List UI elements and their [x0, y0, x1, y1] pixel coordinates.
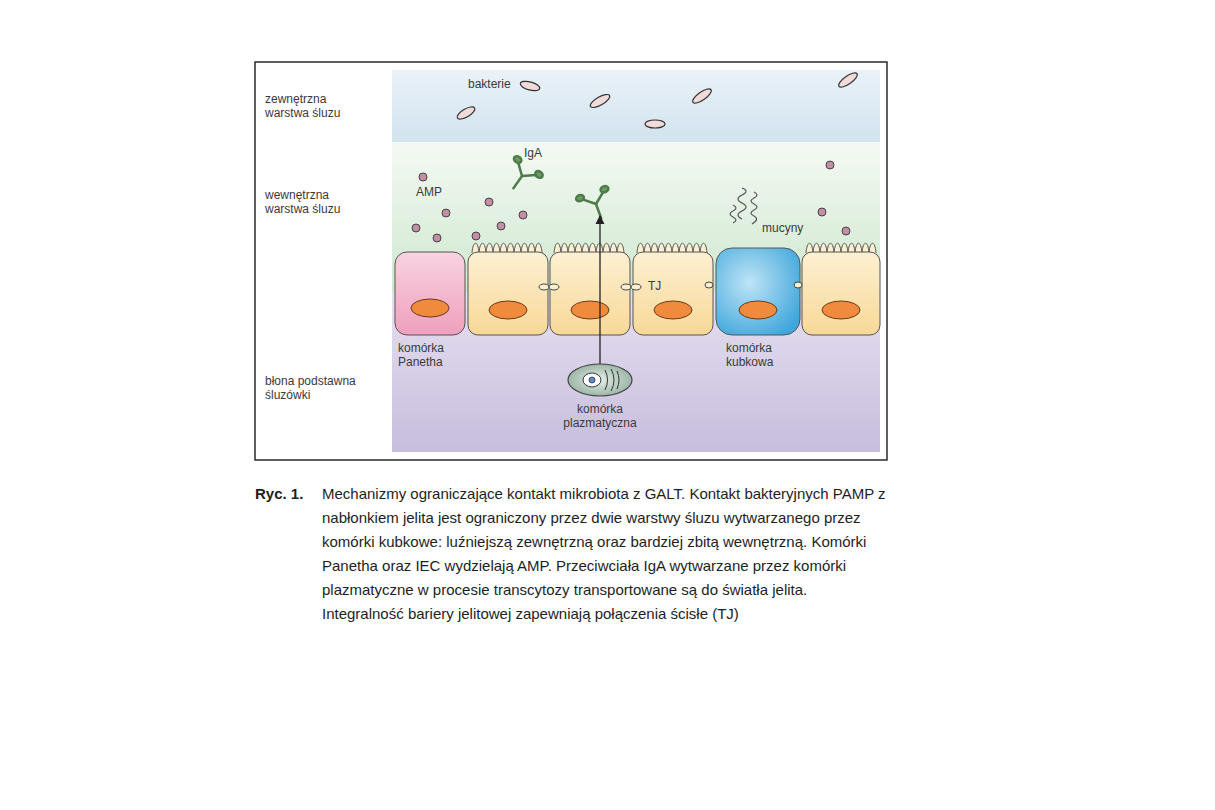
- paneth-cell: komórka Panetha: [395, 252, 465, 335]
- bacteria-label: bakterie: [468, 77, 548, 91]
- amp-dot: [419, 173, 427, 181]
- epithelial-cells: [395, 248, 880, 335]
- tight-junction: [794, 282, 802, 288]
- layer-label: wewnętrzna warstwa śluzu: [265, 188, 365, 216]
- figure-caption: Mechanizmy ograniczające kontakt mikrobi…: [322, 482, 887, 626]
- antibody-label: IgA: [524, 146, 564, 160]
- layer-label: błona podstawna śluzówki: [265, 374, 365, 402]
- nucleus: [739, 301, 777, 319]
- figure-number: Ryc. 1.: [255, 482, 325, 506]
- nucleus: [411, 299, 449, 317]
- nucleus: [822, 301, 860, 319]
- outer-mucus-band: [392, 70, 880, 142]
- paneth-cell: [395, 252, 465, 335]
- frame-ground: [255, 62, 887, 460]
- amp-dot: [826, 161, 834, 169]
- mucin-strand: [751, 192, 757, 224]
- tight-junction: [549, 284, 559, 290]
- iga-antibody: [575, 185, 617, 225]
- tight-junction: [539, 284, 549, 290]
- amp-dot: [842, 227, 850, 235]
- enterocyte: [802, 252, 880, 335]
- bacterium: [691, 86, 714, 105]
- amp-dots: [412, 161, 850, 242]
- amp-dot: [472, 232, 480, 240]
- nucleus: [654, 301, 692, 319]
- enterocyte: [550, 252, 630, 335]
- amp-label: AMP: [416, 185, 456, 199]
- amp-dot: [485, 198, 493, 206]
- cell-label: komórka plazmatyczna: [550, 402, 650, 430]
- bacterium: [455, 105, 476, 122]
- bacterium: [645, 120, 665, 128]
- junction-label: TJ: [648, 279, 678, 293]
- amp-dot: [519, 211, 527, 219]
- amp-dot: [497, 222, 505, 230]
- mucin-label: mucyny: [762, 221, 822, 235]
- amp-dot: [818, 208, 826, 216]
- bacterium: [588, 92, 611, 110]
- mucin-strand: [730, 205, 736, 223]
- amp-dot: [433, 234, 441, 242]
- cell-label: komórka Panetha: [398, 341, 468, 369]
- enterocyte: [633, 252, 713, 335]
- tight-junction: [631, 284, 641, 290]
- mucin-strand: [738, 188, 746, 219]
- nucleus: [489, 301, 527, 319]
- bacteria: [455, 70, 859, 128]
- tight-junction: [705, 282, 713, 288]
- cell-label: komórka kubkowa: [726, 341, 798, 369]
- amp-dot: [442, 209, 450, 217]
- nuclei: [411, 299, 860, 319]
- iga-antibody: [499, 155, 544, 199]
- tight-junction: [621, 284, 631, 290]
- plasma-cell: komórka plazmatyczna: [568, 364, 632, 396]
- plasma-cell: [568, 364, 632, 396]
- bacterium: [519, 80, 540, 93]
- tight-junctions: [539, 282, 802, 290]
- transcytosis-arrow: [599, 216, 600, 364]
- bacterium: [837, 70, 860, 89]
- nucleus: [571, 301, 609, 319]
- goblet-cell: [716, 248, 800, 335]
- goblet-cell: komórka kubkowa: [716, 248, 800, 335]
- mucins: [730, 188, 757, 224]
- enterocyte: [468, 252, 548, 335]
- amp-dot: [412, 224, 420, 232]
- figure-frame: [255, 62, 887, 460]
- layer-label: zewnętrzna warstwa śluzu: [265, 92, 365, 120]
